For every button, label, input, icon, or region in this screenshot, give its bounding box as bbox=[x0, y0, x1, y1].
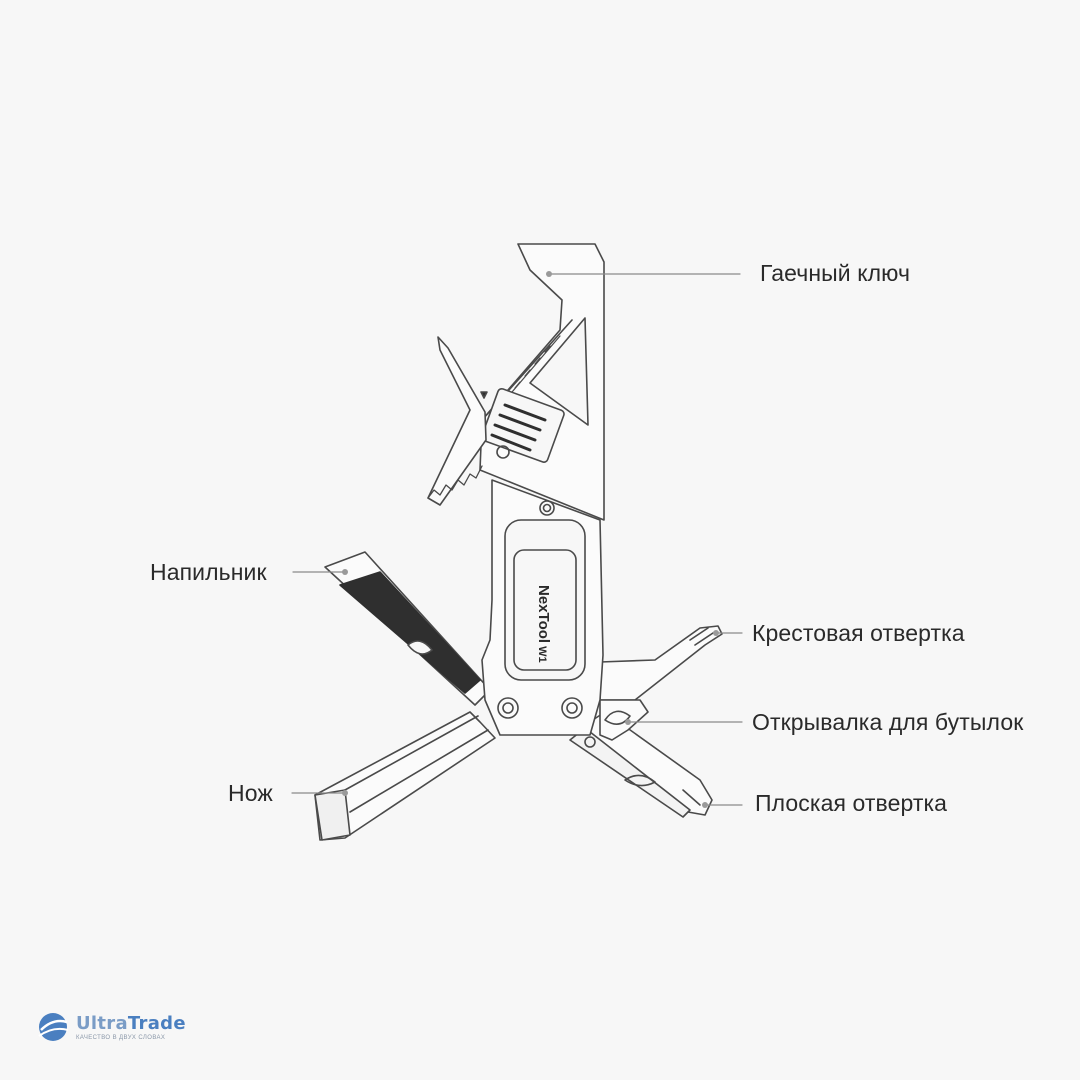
label-flathead: Плоская отвертка bbox=[755, 790, 948, 816]
file bbox=[324, 551, 491, 706]
label-opener: Открывалка для бутылок bbox=[752, 709, 1024, 735]
label-file: Напильник bbox=[150, 559, 267, 585]
leader-lines bbox=[291, 273, 743, 806]
phillips-screwdriver bbox=[599, 625, 723, 701]
product-badge: NexToolW1 bbox=[535, 585, 552, 663]
bottle-opener bbox=[599, 699, 649, 741]
wrench bbox=[479, 243, 605, 521]
handle-body bbox=[481, 479, 604, 736]
svg-text:NexToolW1: NexToolW1 bbox=[535, 585, 552, 663]
badge-model: W1 bbox=[536, 646, 548, 663]
label-wrench: Гаечный ключ bbox=[760, 260, 911, 286]
leader-dots bbox=[342, 271, 719, 808]
brand-name: UltraTrade bbox=[76, 1012, 186, 1034]
label-phillips: Крестовая отвертка bbox=[752, 620, 965, 646]
brand-logo: UltraTrade КАЧЕСТВО В ДВУХ СЛОВАХ bbox=[36, 1010, 186, 1044]
knife bbox=[314, 711, 496, 841]
label-knife: Нож bbox=[228, 780, 273, 806]
badge-brand: NexTool bbox=[535, 585, 552, 643]
saw bbox=[427, 336, 487, 506]
brand-tagline: КАЧЕСТВО В ДВУХ СЛОВАХ bbox=[76, 1034, 166, 1041]
globe-icon bbox=[38, 1013, 69, 1041]
